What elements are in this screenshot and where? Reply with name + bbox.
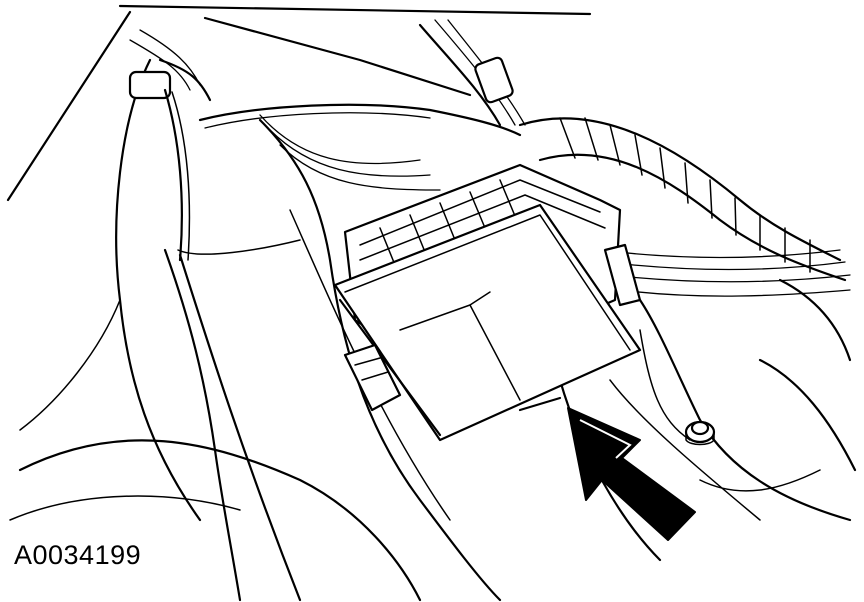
mounting-tab-right	[603, 243, 642, 307]
wiring-harness	[128, 19, 851, 297]
wire-connector	[474, 56, 514, 104]
mounting-bolt	[684, 420, 716, 446]
callout-arrow	[567, 407, 696, 541]
control-module	[333, 163, 642, 442]
figure-id-label: A0034199	[14, 540, 142, 570]
harness-clip	[128, 70, 172, 100]
